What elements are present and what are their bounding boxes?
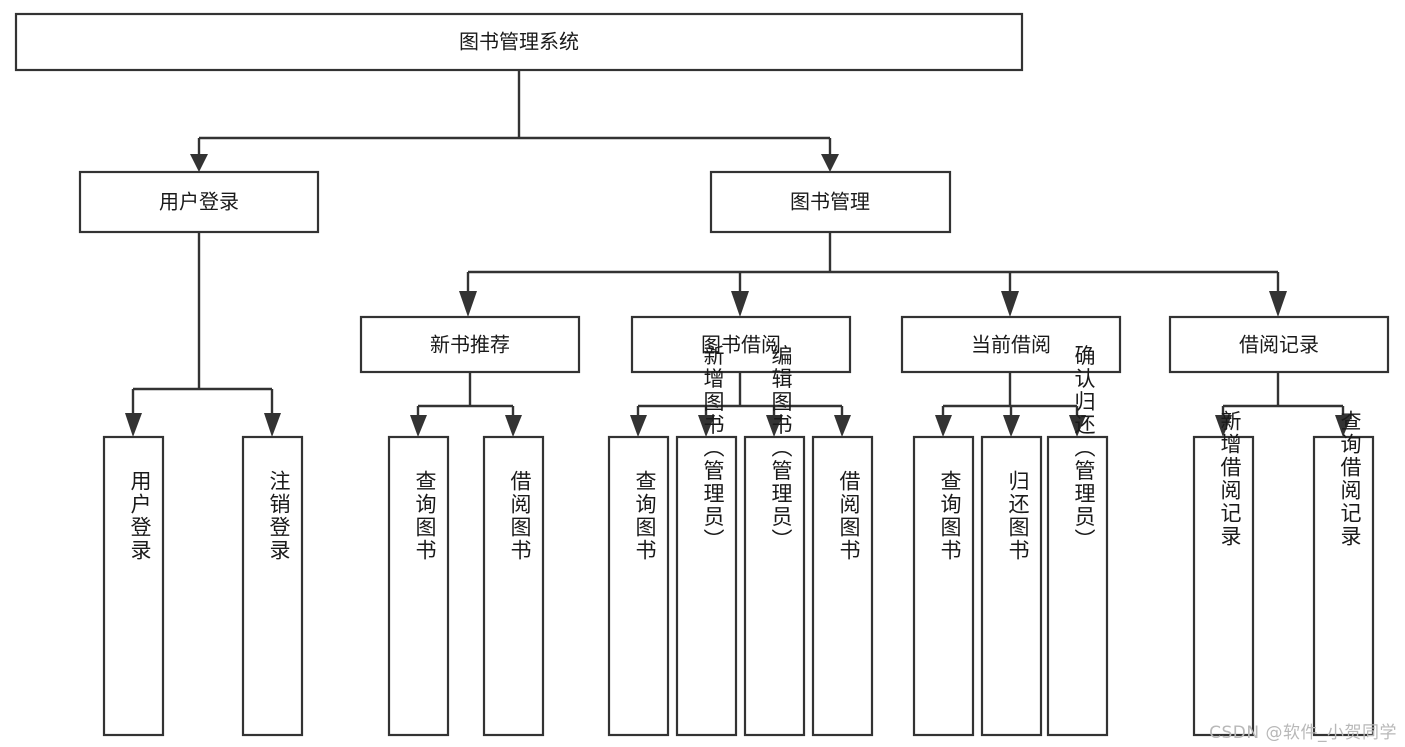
node-user-login[interactable]: 用户登录 bbox=[78, 170, 320, 234]
node-leaf-add-book-admin[interactable]: 新增图书（管理员） bbox=[675, 345, 738, 737]
node-leaf-query-book-2[interactable]: 查询图书 bbox=[607, 435, 670, 737]
node-user-login-label: 用户登录 bbox=[159, 190, 239, 214]
node-borrow-record-label: 借阅记录 bbox=[1239, 333, 1319, 357]
arrow-to-leaf-logout-login bbox=[264, 413, 281, 437]
node-leaf-edit-book-admin-label: 编辑图书（管理员） bbox=[769, 345, 793, 552]
node-current-borrow[interactable]: 当前借阅 bbox=[900, 315, 1122, 374]
node-leaf-return-book-label: 归还图书 bbox=[1006, 470, 1030, 562]
node-leaf-confirm-return-admin-label: 确认归还（管理员） bbox=[1072, 345, 1096, 552]
node-root[interactable]: 图书管理系统 bbox=[14, 12, 1024, 72]
nodes-layer: 图书管理系统 用户登录 图书管理 新书推荐 图书借阅 当前 bbox=[14, 12, 1390, 737]
arrow-to-borrow-record bbox=[1269, 291, 1287, 317]
node-leaf-logout-login[interactable]: 注销登录 bbox=[241, 435, 304, 737]
node-root-label: 图书管理系统 bbox=[459, 30, 579, 54]
node-leaf-query-book-3[interactable]: 查询图书 bbox=[912, 435, 975, 737]
node-leaf-query-book-2-label: 查询图书 bbox=[633, 470, 657, 562]
arrow-to-leaf-borrow-book-2 bbox=[834, 415, 851, 437]
arrow-to-book-management bbox=[821, 154, 839, 172]
arrow-to-leaf-query-book-2 bbox=[630, 415, 647, 437]
arrow-to-leaf-user-login bbox=[125, 413, 142, 437]
edges-layer bbox=[125, 70, 1352, 437]
node-leaf-add-borrow-record[interactable]: 新增借阅记录 bbox=[1192, 410, 1255, 737]
arrow-to-leaf-add-borrow-record bbox=[1215, 415, 1232, 437]
arrow-to-leaf-add-book-admin bbox=[698, 415, 715, 437]
node-leaf-borrow-book-1[interactable]: 借阅图书 bbox=[482, 435, 545, 737]
arrow-to-leaf-return-book bbox=[1003, 415, 1020, 437]
node-new-book-recommend-label: 新书推荐 bbox=[430, 333, 510, 357]
node-leaf-add-book-admin-label: 新增图书（管理员） bbox=[701, 345, 725, 552]
node-leaf-borrow-book-2-label: 借阅图书 bbox=[837, 470, 861, 562]
node-leaf-query-book-1[interactable]: 查询图书 bbox=[387, 435, 450, 737]
node-book-borrow[interactable]: 图书借阅 bbox=[630, 315, 852, 374]
node-new-book-recommend[interactable]: 新书推荐 bbox=[359, 315, 581, 374]
node-leaf-query-borrow-record-label: 查询借阅记录 bbox=[1338, 410, 1362, 548]
node-book-management[interactable]: 图书管理 bbox=[709, 170, 952, 234]
watermark-text: CSDN @软件_小贺同学 bbox=[1209, 723, 1397, 743]
arrow-to-leaf-edit-book-admin bbox=[766, 415, 783, 437]
arrow-to-leaf-borrow-book-1 bbox=[505, 415, 522, 437]
node-leaf-borrow-book-2[interactable]: 借阅图书 bbox=[811, 435, 874, 737]
arrow-to-leaf-confirm-return-admin bbox=[1069, 415, 1086, 437]
node-leaf-add-borrow-record-label: 新增借阅记录 bbox=[1218, 410, 1242, 548]
arrow-to-user-login bbox=[190, 154, 208, 172]
node-borrow-record[interactable]: 借阅记录 bbox=[1168, 315, 1390, 374]
arrow-to-current-borrow bbox=[1001, 291, 1019, 317]
arrow-to-leaf-query-book-3 bbox=[935, 415, 952, 437]
node-leaf-user-login-label: 用户登录 bbox=[128, 470, 152, 562]
node-leaf-edit-book-admin[interactable]: 编辑图书（管理员） bbox=[743, 345, 806, 737]
node-book-management-label: 图书管理 bbox=[790, 190, 870, 214]
arrow-to-new-book-recommend bbox=[459, 291, 477, 317]
node-leaf-query-borrow-record[interactable]: 查询借阅记录 bbox=[1312, 410, 1375, 737]
arrow-to-leaf-query-borrow-record bbox=[1335, 415, 1352, 437]
node-leaf-query-book-1-label: 查询图书 bbox=[413, 470, 437, 562]
node-current-borrow-label: 当前借阅 bbox=[971, 333, 1051, 357]
node-leaf-query-book-3-label: 查询图书 bbox=[938, 470, 962, 562]
node-leaf-borrow-book-1-label: 借阅图书 bbox=[508, 470, 532, 562]
node-leaf-user-login[interactable]: 用户登录 bbox=[102, 435, 165, 737]
arrow-to-leaf-query-book-1 bbox=[410, 415, 427, 437]
node-book-borrow-label: 图书借阅 bbox=[701, 333, 781, 357]
node-leaf-logout-login-label: 注销登录 bbox=[267, 470, 291, 562]
arrow-to-book-borrow bbox=[731, 291, 749, 317]
node-leaf-confirm-return-admin[interactable]: 确认归还（管理员） bbox=[1046, 345, 1109, 737]
node-leaf-return-book[interactable]: 归还图书 bbox=[980, 435, 1043, 737]
